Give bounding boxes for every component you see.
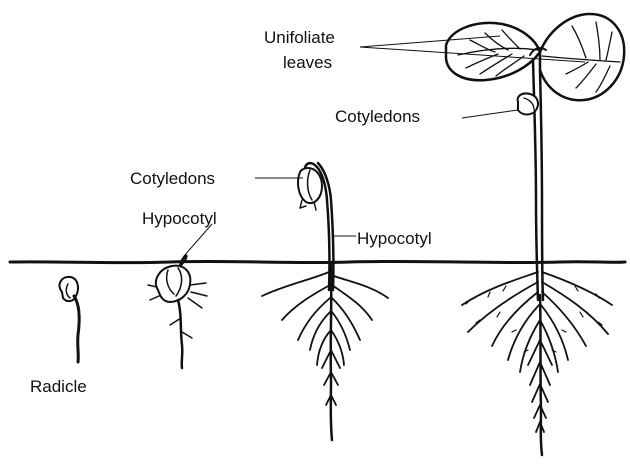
stage3-seedling [262,163,388,440]
label-unifoliate-line1: Unifoliate [264,28,335,47]
stage2-hypocotyl-hook [180,256,186,266]
label-hypocotyl-stage2: Hypocotyl [142,209,217,228]
leader-lines [184,36,585,256]
stage2-seedling [148,256,207,368]
label-hypocotyl-stage3: Hypocotyl [357,229,432,248]
leader-hypocotyl-stage2 [184,224,212,256]
labels: Unifoliate leaves Cotyledons Cotyledons … [30,28,432,396]
stage4-cotyledons [518,93,538,114]
soil-line [10,261,625,262]
stage4-seedling [446,14,624,455]
stage1-seed [60,277,80,362]
label-unifoliate-line2: leaves [283,53,332,72]
leader-cotyledons-stage4 [462,110,518,118]
stage1-radicle [74,296,79,362]
label-cotyledons-stage4: Cotyledons [335,107,420,126]
label-radicle: Radicle [30,377,87,396]
label-cotyledons-stage3: Cotyledons [130,169,215,188]
stage2-root [178,300,182,368]
